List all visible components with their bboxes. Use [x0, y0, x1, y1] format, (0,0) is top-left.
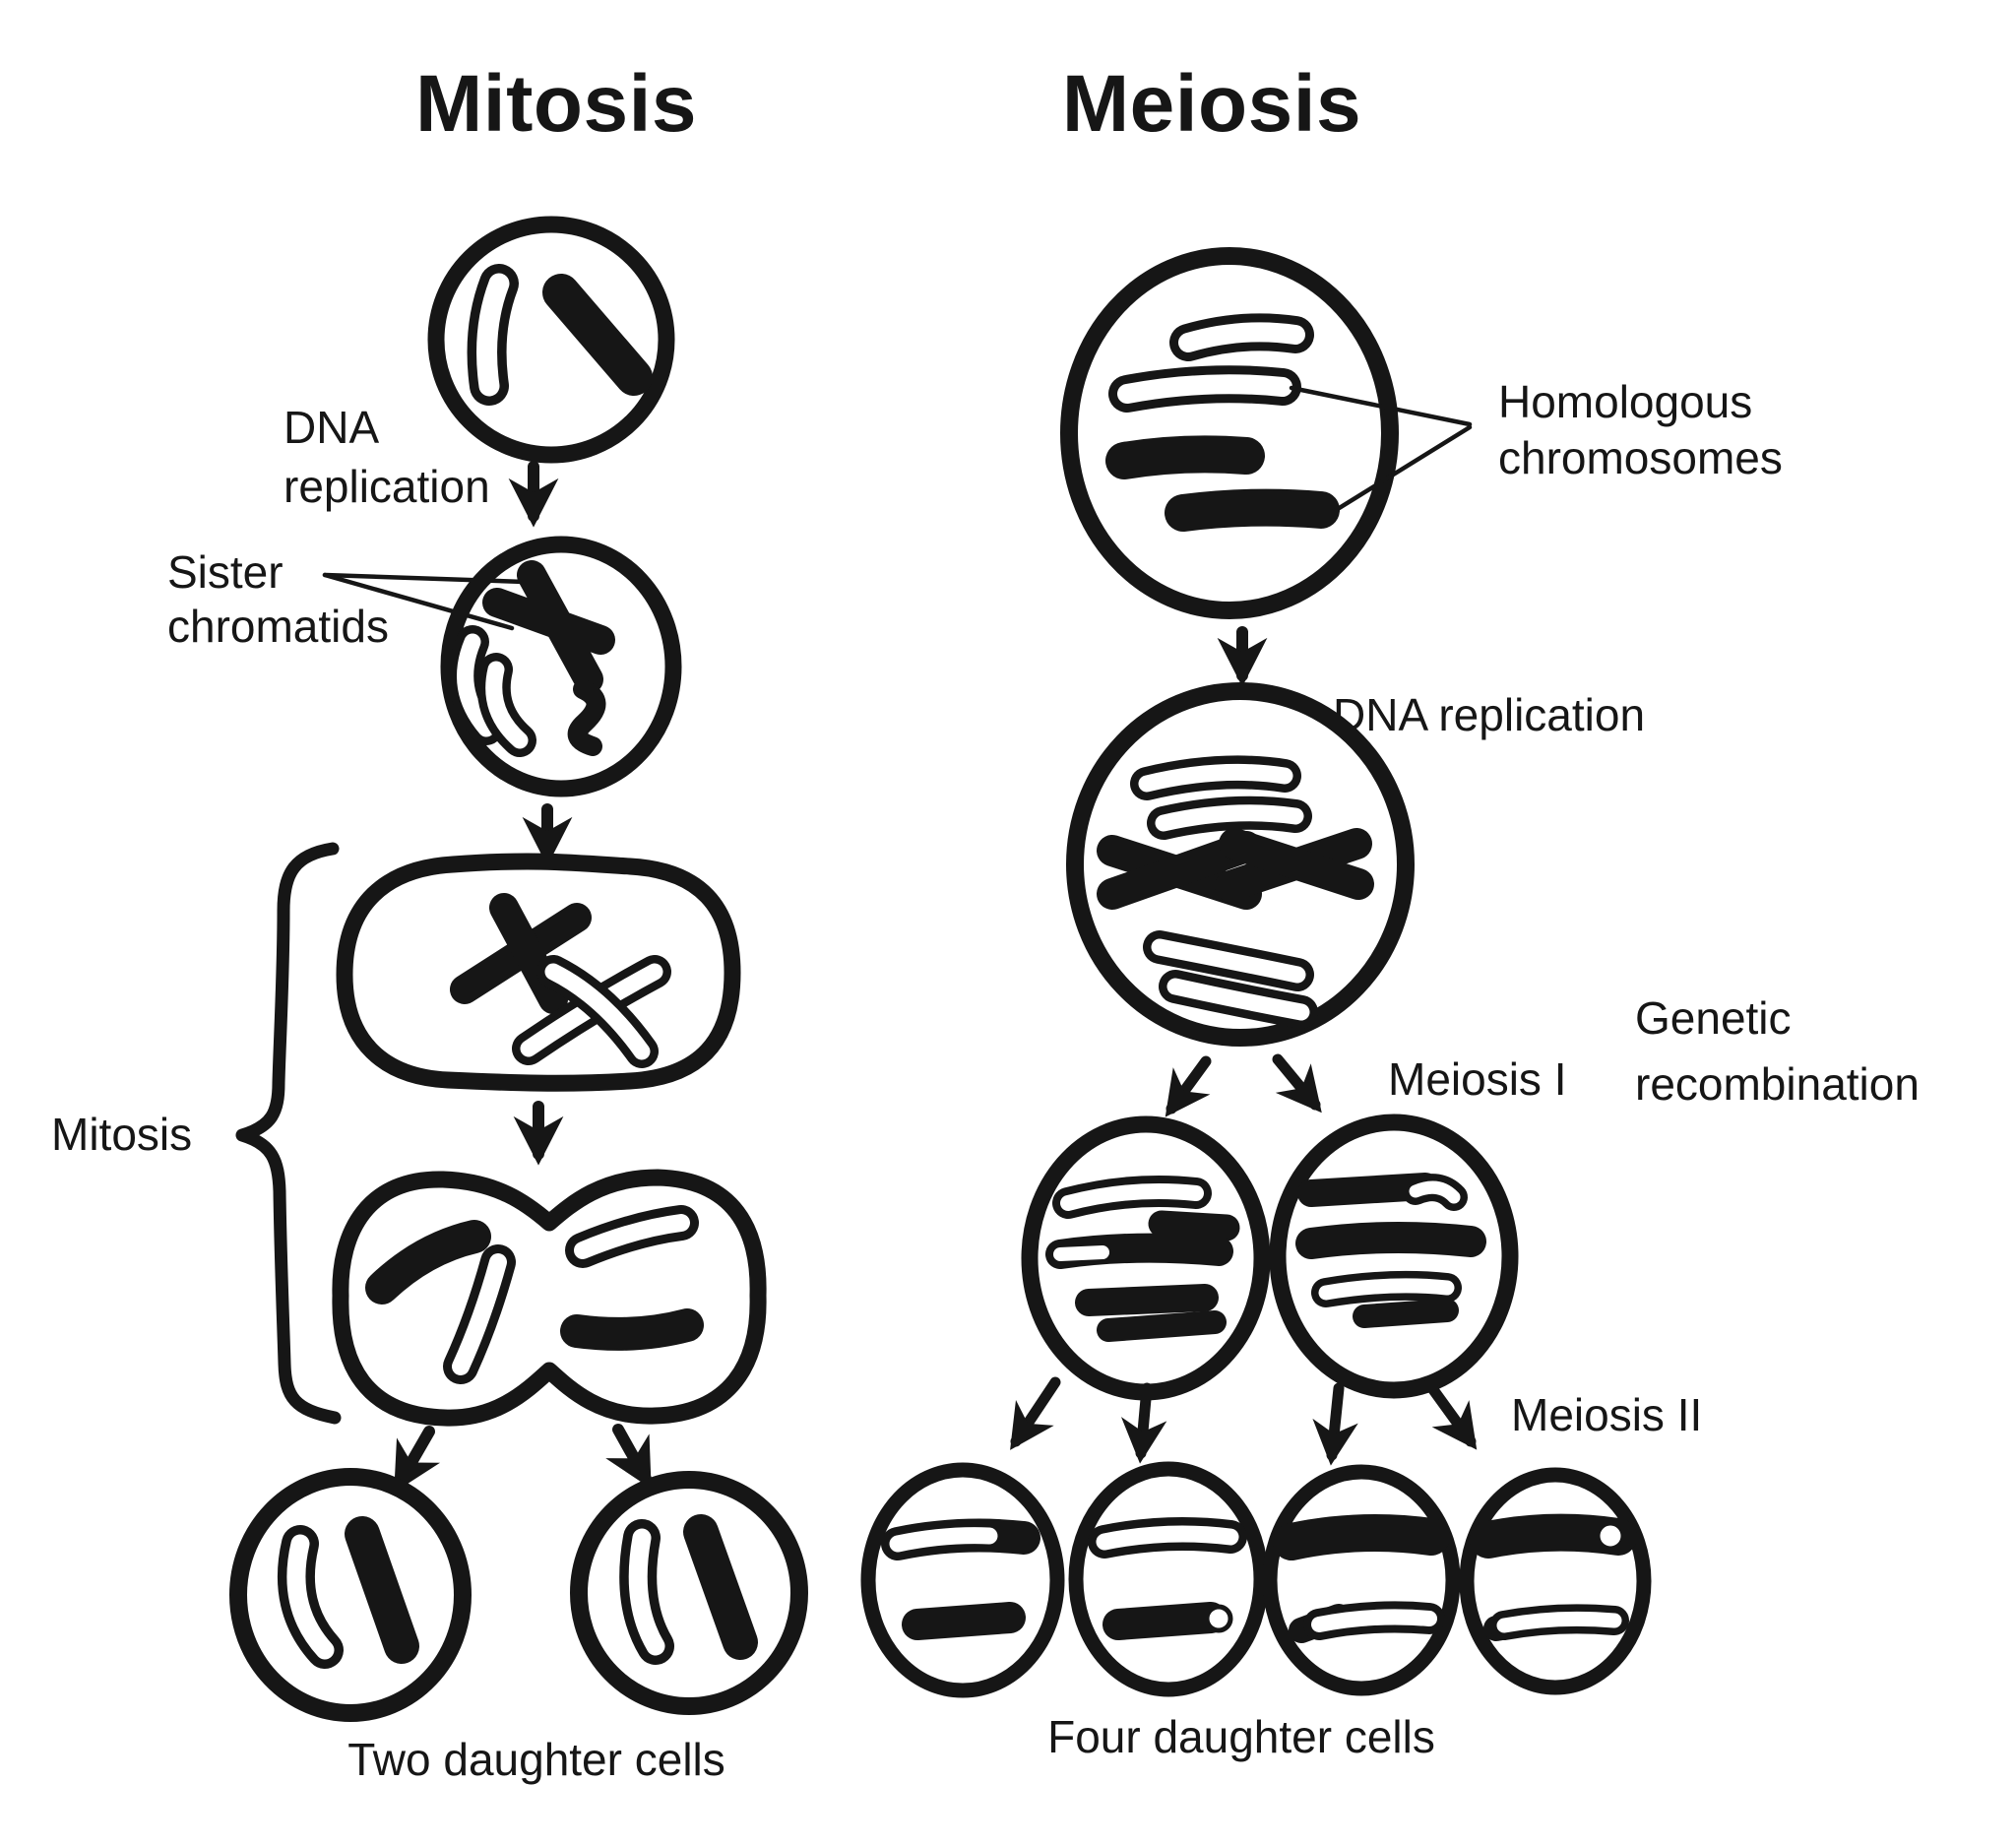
- sister-chromatids-leader-lines: [322, 572, 528, 631]
- black-chromosome: [1105, 435, 1265, 479]
- recombined-chromosome: [1483, 1604, 1629, 1641]
- meiosis1-cell-left: [1021, 1115, 1271, 1401]
- black-chromosome: [683, 1514, 758, 1660]
- mitosis-parent-cell: [427, 216, 675, 464]
- white-duplicated-chromosome: [1130, 755, 1312, 840]
- white-duplicated-chromosome: [1143, 930, 1318, 1029]
- two-daughter-cells-label: Two daughter cells: [347, 1734, 725, 1785]
- meiosis-daughter-cell-1: [860, 1462, 1065, 1698]
- meiosis-title: Meiosis: [1062, 59, 1361, 149]
- svg-text:Genetic: Genetic: [1635, 992, 1792, 1044]
- svg-text:Homologous: Homologous: [1498, 376, 1752, 427]
- recombined-chromosome: [1289, 1601, 1445, 1643]
- recombined-chromosome: [881, 1518, 1040, 1560]
- recombined-chromosome: [1102, 1602, 1233, 1640]
- black-duplicated-chromosome: [1215, 828, 1374, 902]
- homologous-chromosomes-label: Homologous chromosomes: [1498, 376, 1783, 483]
- arrow-meiosis2-1: [1010, 1376, 1061, 1450]
- svg-text:chromatids: chromatids: [167, 601, 389, 652]
- recombined-chromosome: [1273, 1514, 1450, 1560]
- mitosis-dividing-cell: [332, 1169, 767, 1427]
- meiosis-recombination-cell: [1066, 682, 1415, 1047]
- mitosis-daughter-cell-2: [570, 1471, 808, 1715]
- four-daughter-cells-label: Four daughter cells: [1047, 1711, 1435, 1762]
- mitosis-metaphase-cell: [336, 853, 741, 1092]
- svg-text:replication: replication: [284, 461, 490, 512]
- white-chromosome: [619, 1519, 674, 1665]
- recombined-chromosome: [1470, 1513, 1637, 1559]
- mitosis-replicated-cell: [440, 536, 682, 797]
- white-duplicated-chromosome: [512, 955, 671, 1068]
- meiosis1-cell-right: [1269, 1114, 1519, 1399]
- mitosis-phase-brace: [235, 842, 342, 1425]
- black-chromosome: [1165, 488, 1340, 532]
- svg-text:recombination: recombination: [1635, 1058, 1920, 1110]
- white-chromosome: [565, 1205, 699, 1268]
- arrow-meiosis1-right: [1272, 1053, 1322, 1114]
- white-duplicated-chromosome: [448, 625, 536, 757]
- black-duplicated-chromosome: [482, 560, 615, 756]
- black-chromosome: [560, 1308, 704, 1351]
- black-chromosome: [345, 1516, 419, 1664]
- arrow-to-daughter-right: [605, 1424, 652, 1490]
- white-chromosome: [443, 1244, 516, 1384]
- white-chromosome: [1108, 365, 1301, 413]
- arrow-to-daughter-left: [394, 1426, 441, 1494]
- meiosis-daughter-cell-3: [1262, 1464, 1461, 1696]
- homologous-chromosomes-leader-lines: [1289, 385, 1473, 515]
- arrow-meiosis1-left: [1165, 1055, 1212, 1117]
- dna-replication-label-mitosis: DNA replication: [284, 402, 490, 512]
- recombined-chromosome: [902, 1602, 1026, 1640]
- white-chromosome: [1169, 313, 1314, 361]
- dna-replication-label-meiosis: DNA replication: [1333, 689, 1645, 740]
- white-chromosome: [277, 1525, 344, 1669]
- recombined-chromosome: [1297, 1173, 1468, 1211]
- svg-text:chromosomes: chromosomes: [1498, 432, 1783, 483]
- black-chromosome: [365, 1220, 491, 1305]
- mitosis-title: Mitosis: [415, 59, 697, 149]
- mitosis-phase-label: Mitosis: [51, 1109, 192, 1160]
- arrow-meiosis2-2: [1120, 1382, 1167, 1464]
- recombined-chromosome: [1088, 1516, 1247, 1559]
- arrow-meiosis2-3: [1312, 1382, 1358, 1466]
- meiosis-daughter-cell-2: [1068, 1461, 1269, 1697]
- meiosis-parent-cell: [1060, 247, 1399, 619]
- genetic-recombination-label: Genetic recombination: [1635, 992, 1920, 1110]
- recombined-chromosome: [1295, 1221, 1486, 1259]
- recombined-chromosome: [1045, 1233, 1233, 1269]
- meiosis-daughter-cell-4: [1459, 1467, 1652, 1695]
- recombined-chromosome: [1075, 1284, 1227, 1342]
- sister-chromatids-label: Sister chromatids: [167, 546, 389, 652]
- recombined-chromosome: [1052, 1176, 1240, 1241]
- white-chromosome: [467, 264, 519, 406]
- svg-text:DNA: DNA: [284, 402, 379, 453]
- arrow-meiosis2-4: [1423, 1378, 1478, 1450]
- black-chromosome: [542, 274, 653, 396]
- meiosis-2-label: Meiosis II: [1511, 1389, 1702, 1440]
- recombined-chromosome: [1311, 1270, 1462, 1328]
- svg-text:Sister: Sister: [167, 546, 284, 598]
- meiosis-1-label: Meiosis I: [1388, 1053, 1566, 1105]
- mitosis-daughter-cell-1: [229, 1468, 472, 1722]
